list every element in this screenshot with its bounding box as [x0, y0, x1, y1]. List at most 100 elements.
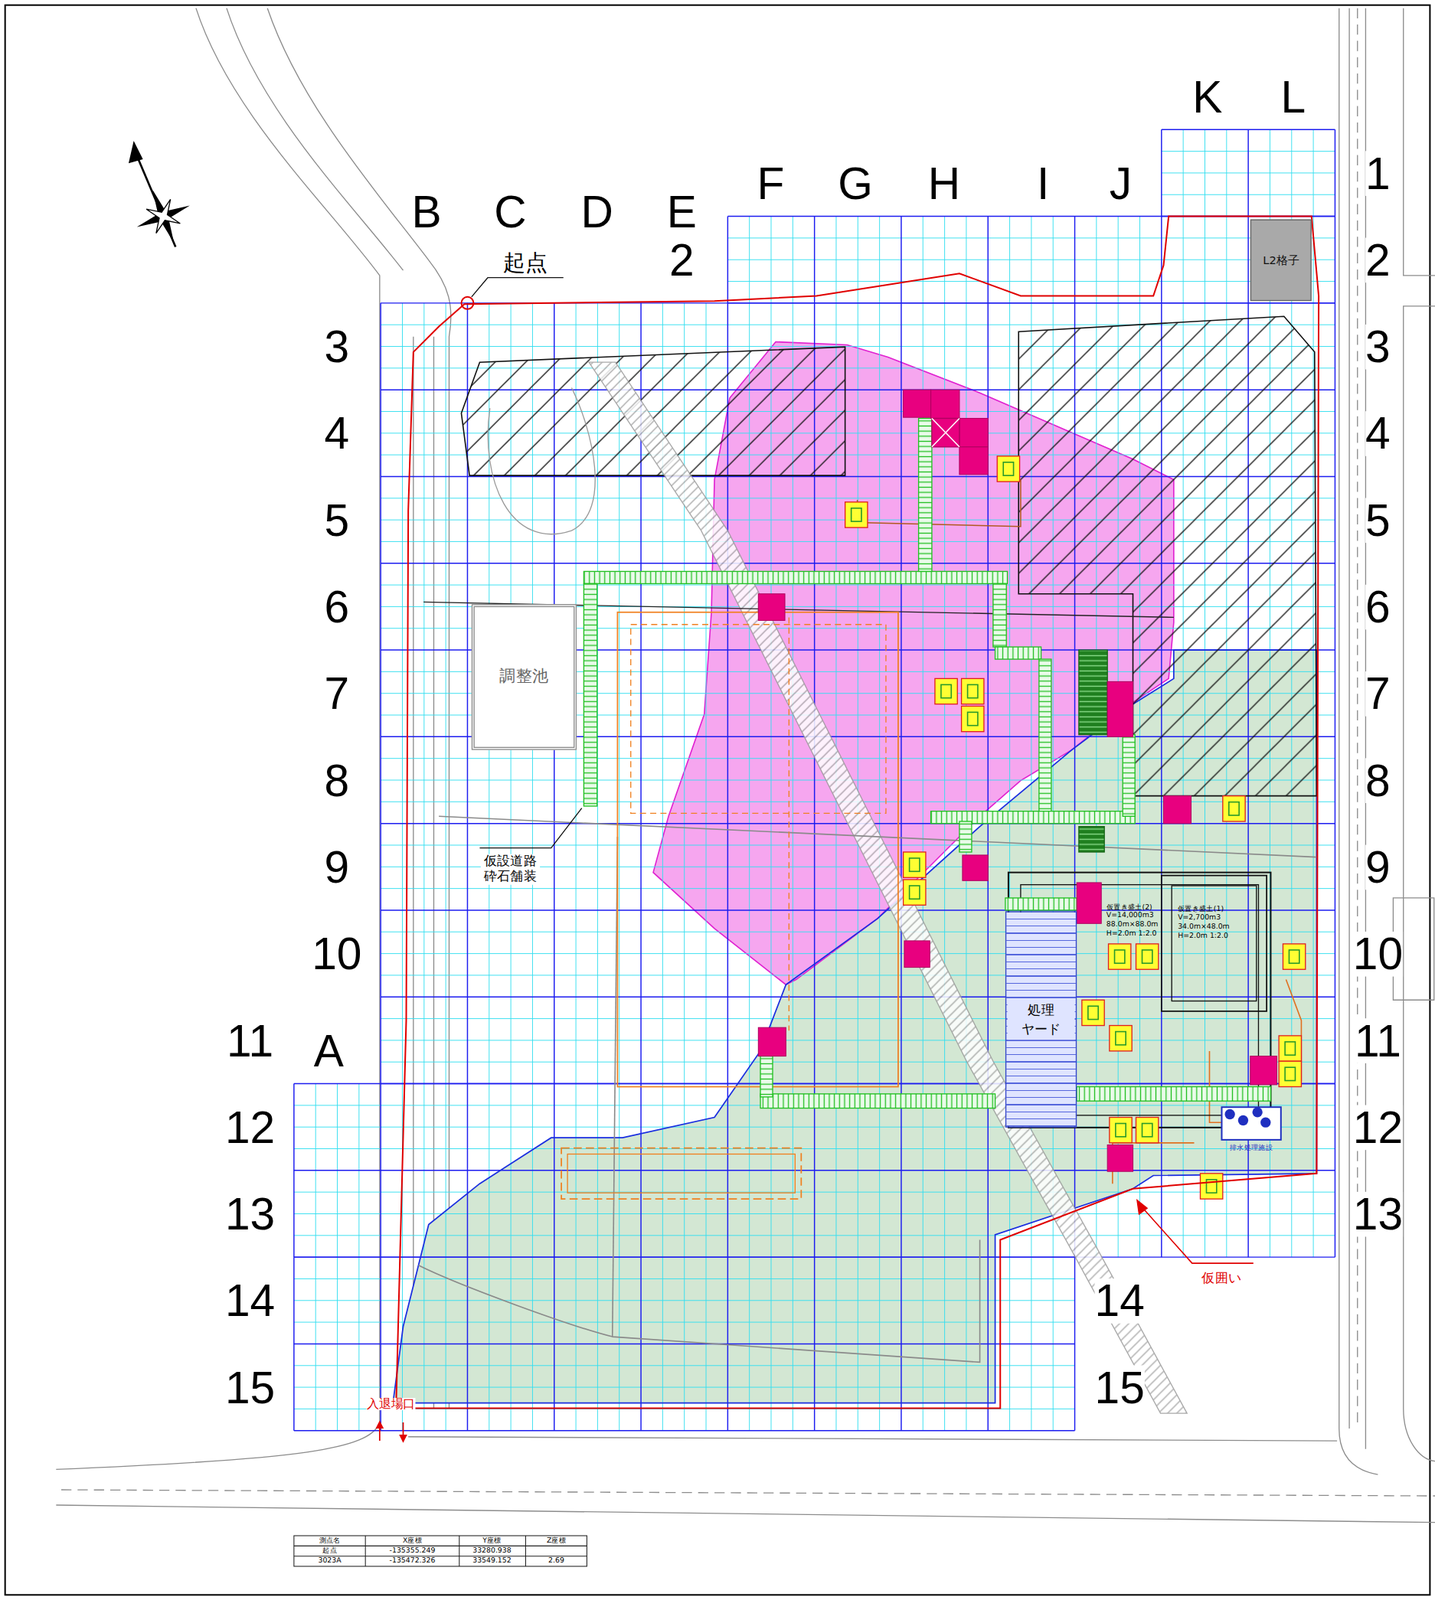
callout-label: 入退場口 — [366, 1398, 416, 1411]
table-cell: 測点名 — [319, 1537, 341, 1545]
facility-symbol — [1136, 944, 1159, 970]
road-centre — [61, 1490, 1435, 1497]
grid-reference: 7 — [1365, 671, 1391, 717]
hatched-area — [1018, 316, 1317, 796]
grid-line — [900, 216, 902, 304]
work-block-cross — [931, 418, 960, 447]
grid-line — [294, 1322, 1076, 1324]
facility-symbol — [1199, 1173, 1223, 1200]
plan-outline — [617, 612, 899, 1088]
grid-reference: H — [928, 161, 961, 207]
table-cell: X座標 — [402, 1537, 422, 1545]
roads — [55, 8, 1435, 1524]
work-block — [904, 941, 930, 968]
entrance-arrow — [379, 1422, 404, 1442]
grid-reference: 6 — [1365, 585, 1391, 631]
drainage-plant — [1221, 1107, 1281, 1141]
grid-reference: G — [837, 161, 873, 207]
grid-line — [380, 888, 1335, 890]
facility-symbol — [1229, 802, 1239, 816]
facility-symbol — [1114, 950, 1125, 964]
grid-reference: 9 — [1365, 845, 1391, 891]
stockpile-note: 仮置き盛土(1)V=2,700m334.0m×48.0mH=2.0m 1:2.0 — [1176, 902, 1253, 943]
leader-line — [479, 808, 582, 849]
features — [375, 216, 1320, 1444]
work-block — [1076, 882, 1102, 924]
facility-symbol — [1222, 796, 1246, 822]
table-border — [294, 1536, 588, 1567]
grid-reference: A — [313, 1029, 344, 1075]
grid-reference: 14 — [225, 1278, 275, 1324]
drainage-tank — [1238, 1115, 1249, 1126]
grid-reference: 3 — [324, 324, 350, 370]
node-text: 排水処理施設 — [1229, 1142, 1273, 1153]
temporary-road — [995, 647, 1042, 660]
work-block — [1107, 1145, 1133, 1173]
temporary-road — [1076, 1087, 1271, 1102]
grid-reference: 15 — [1095, 1365, 1145, 1411]
road-edge — [408, 1437, 1337, 1442]
road-edge — [412, 336, 414, 1409]
lattice-area: L2格子 — [1250, 219, 1312, 302]
facility-symbol — [1003, 462, 1014, 476]
temporary-road — [760, 1056, 773, 1098]
grid-reference: 1 — [1365, 150, 1391, 197]
grid-reference: J — [1109, 161, 1132, 207]
coordinate-table — [294, 1536, 588, 1567]
facility-symbol — [1088, 1006, 1099, 1020]
facility-symbol — [1109, 1117, 1132, 1144]
grid-line — [1247, 129, 1249, 216]
plan-outline — [567, 1154, 795, 1194]
plan-outline — [788, 617, 790, 1031]
facility-symbol — [934, 678, 958, 704]
grid-line — [294, 1278, 1076, 1280]
minor-grid — [294, 129, 1336, 1431]
temporary-road — [583, 571, 1007, 584]
grid-line — [1334, 129, 1336, 216]
work-block — [959, 418, 988, 447]
grid-line — [727, 237, 1335, 239]
north-arrow — [126, 140, 201, 254]
leader-line — [1140, 1206, 1254, 1264]
grid-line — [380, 1062, 1335, 1063]
road-edge — [1348, 8, 1350, 1429]
work-block — [1107, 681, 1133, 737]
temporary-road — [1122, 735, 1135, 818]
table-cell: 起点 — [322, 1547, 337, 1555]
grid-reference: D — [581, 189, 614, 236]
work-block — [931, 418, 960, 447]
node-text: 調整池 — [499, 666, 549, 688]
grid-reference: 4 — [324, 411, 350, 457]
facility-symbol — [903, 879, 926, 906]
work-block — [1250, 1056, 1278, 1086]
facility-symbol — [1109, 1026, 1132, 1052]
grid-reference: 2 — [1365, 238, 1391, 284]
table-cell: 33549.152 — [472, 1558, 511, 1566]
grid-reference: L — [1280, 74, 1306, 120]
temporary-road — [1005, 898, 1077, 911]
facility-symbol — [967, 712, 978, 726]
grid-reference: 13 — [225, 1192, 275, 1238]
drainage-tank — [1224, 1109, 1235, 1120]
table-cell: 33280.938 — [472, 1547, 511, 1555]
grid-line — [900, 303, 902, 1085]
grid-line — [294, 1343, 1076, 1345]
drainage-tank — [1260, 1117, 1271, 1128]
facility-symbol — [1115, 1124, 1126, 1138]
compass-star — [126, 179, 201, 254]
work-block — [758, 1027, 786, 1056]
facility-symbol — [1284, 1067, 1295, 1081]
grid-line — [1160, 129, 1162, 216]
temporary-road — [760, 1094, 996, 1109]
grid-line — [294, 1365, 1076, 1367]
compass-star — [139, 192, 188, 241]
base — [5, 5, 1431, 1596]
grid-reference: E — [666, 189, 697, 236]
north-arrow-head — [128, 140, 144, 164]
facility-symbol — [1136, 1117, 1159, 1144]
table-cell: -135355.249 — [389, 1547, 436, 1555]
road-edge — [1339, 1428, 1379, 1475]
grid-reference: 9 — [324, 845, 350, 891]
start-point — [460, 297, 474, 310]
